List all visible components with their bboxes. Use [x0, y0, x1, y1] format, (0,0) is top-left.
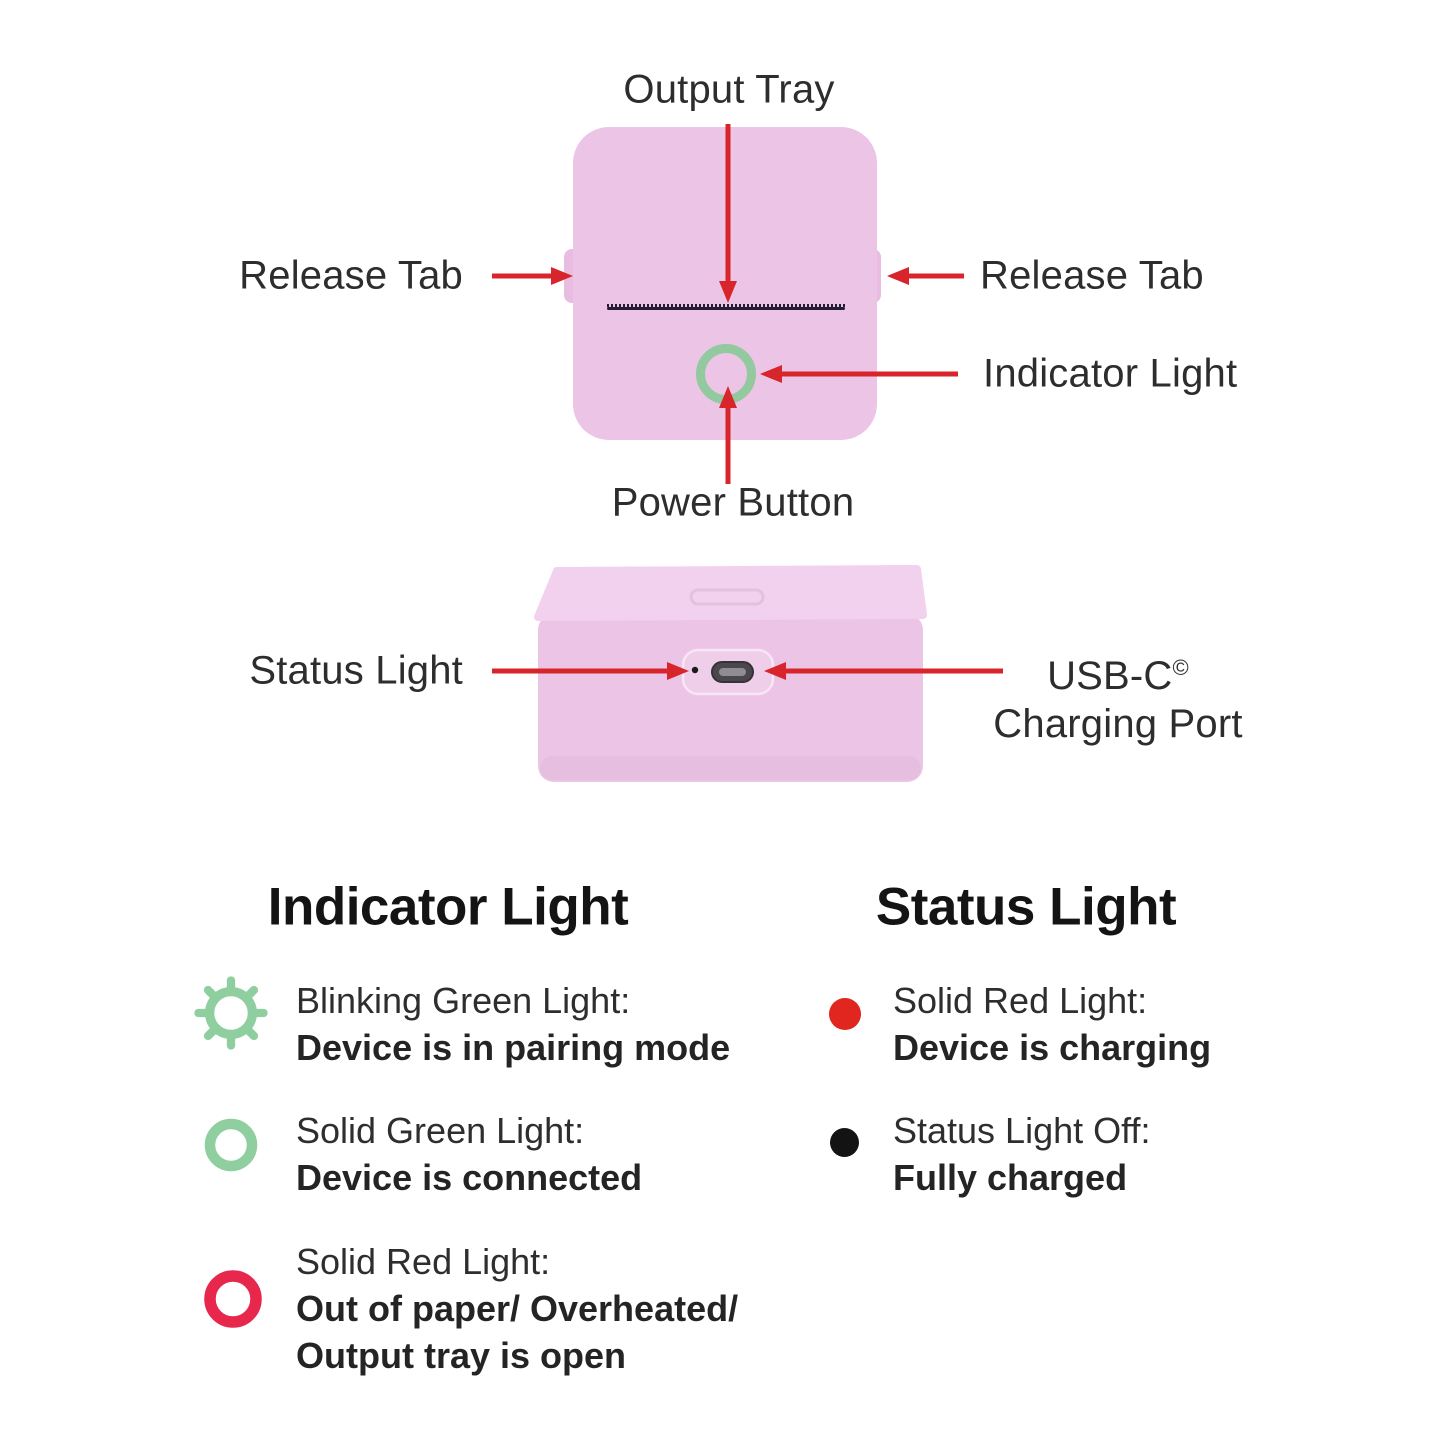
legend-item: Solid Red Light: Out of paper/ Overheate… [296, 1238, 738, 1379]
solid-red-light-icon [204, 1270, 262, 1328]
label-release-tab-left: Release Tab [239, 253, 463, 298]
legend-item: Solid Green Light: Device is connected [296, 1107, 642, 1201]
indicator-light-heading: Indicator Light [267, 877, 629, 937]
arrow-status-light [492, 662, 689, 680]
lid-latch-detail [689, 588, 765, 606]
legend-item-label: Solid Red Light: [296, 1241, 551, 1282]
legend-item-desc: Out of paper/ Overheated/ [296, 1288, 739, 1329]
solid-green-light-icon [204, 1118, 258, 1172]
arrow-release-tab-left [492, 267, 573, 285]
charging-port-text: Charging Port [993, 702, 1243, 747]
output-tray-slot-serration [607, 304, 845, 307]
arrow-output-tray [719, 124, 737, 303]
arrow-usb-c-port [764, 662, 1003, 680]
usb-c-text: USB-C [1047, 654, 1173, 699]
legend-item-desc: Device is charging [893, 1027, 1212, 1068]
label-status-light: Status Light [249, 648, 463, 693]
legend-item-desc: Device is connected [296, 1157, 643, 1198]
label-usb-c-charging-port: USB-C© Charging Port [993, 644, 1242, 748]
legend-item-desc: Fully charged [893, 1157, 1128, 1198]
legend-item-label: Solid Red Light: [893, 980, 1148, 1021]
arrow-release-tab-right [887, 267, 964, 285]
legend-item-label: Blinking Green Light: [296, 980, 631, 1021]
legend-item-desc: Device is in pairing mode [296, 1027, 731, 1068]
label-indicator-light: Indicator Light [983, 351, 1238, 396]
usb-c-port-slot [719, 668, 746, 676]
legend-item: Blinking Green Light: Device is in pairi… [296, 977, 730, 1071]
legend-item: Status Light Off: Fully charged [893, 1107, 1150, 1201]
arrow-power-button [719, 386, 737, 484]
back-front-face [538, 614, 923, 782]
label-power-button: Power Button [611, 480, 855, 525]
legend-item-label: Status Light Off: [893, 1110, 1151, 1151]
legend-item-label: Solid Green Light: [296, 1110, 585, 1151]
label-output-tray: Output Tray [623, 67, 835, 112]
legend-item: Solid Red Light: Device is charging [893, 977, 1211, 1071]
legend-item-desc: Output tray is open [296, 1335, 627, 1376]
output-tray-slot [607, 307, 845, 310]
solid-red-dot-icon [829, 998, 861, 1030]
blinking-green-light-icon [194, 976, 268, 1050]
printer-back-view [534, 565, 927, 782]
label-release-tab-right: Release Tab [980, 253, 1204, 298]
back-top-face [534, 565, 927, 621]
status-light-dot [691, 666, 699, 674]
black-dot-icon [830, 1128, 859, 1157]
arrow-indicator-light [760, 365, 958, 383]
usb-c-copyright-mark: © [1172, 654, 1189, 680]
status-light-heading: Status Light [875, 877, 1177, 937]
